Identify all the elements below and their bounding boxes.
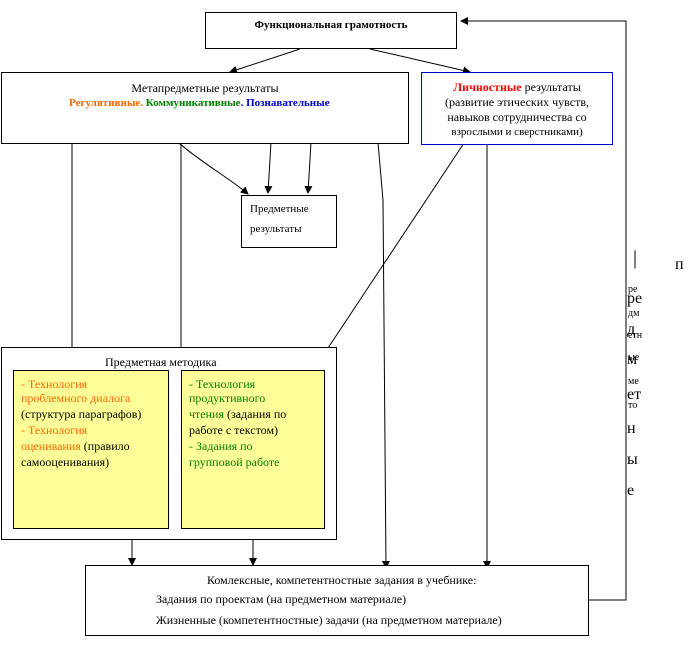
subject-results-box: Предметные результаты (241, 195, 337, 248)
problem-dialog-technology-box: - Технология проблемного диалога (структ… (13, 370, 169, 529)
personal-results-title: Личностные результаты (453, 80, 581, 94)
complex-tasks-box: Комлексные, компетентностные задания в у… (85, 565, 589, 636)
cognitive-label: Познавательные (246, 97, 330, 109)
subject-results-line2: результаты (250, 223, 302, 235)
subject-methodology-title: Предметная методика (105, 355, 217, 369)
complex-tasks-item-projects: Задания по проектам (на предметном матер… (156, 592, 407, 606)
productive-reading-technology-box: - Технология продуктивного чтения (задан… (181, 370, 325, 529)
functional-literacy-title: Функциональная грамотность (254, 19, 408, 31)
meta-results-box: Метапредметные результаты Регулятивные. … (1, 72, 409, 144)
communicative-label: Коммуникативные (145, 97, 241, 109)
personal-results-line4: взрослыми и сверстниками) (451, 126, 583, 138)
meta-results-title: Метапредметные результаты (131, 81, 279, 95)
meta-results-types: Регулятивные. Коммуникативные. Познавате… (69, 97, 330, 109)
functional-literacy-box: Функциональная грамотность (205, 12, 457, 49)
regulative-label: Регулятивные (69, 97, 141, 109)
complex-tasks-item-life-tasks: Жизненные (компетентностные) задачи (на … (156, 613, 502, 627)
personal-results-box: Личностные результаты (развитие этически… (421, 72, 613, 145)
complex-tasks-title: Комлексные, компетентностные задания в у… (207, 573, 477, 587)
subject-results-line1: Предметные (250, 203, 309, 215)
personal-results-line2: (развитие этических чувств, (444, 95, 590, 109)
personal-results-line3: навыков сотрудничества со (447, 110, 587, 124)
